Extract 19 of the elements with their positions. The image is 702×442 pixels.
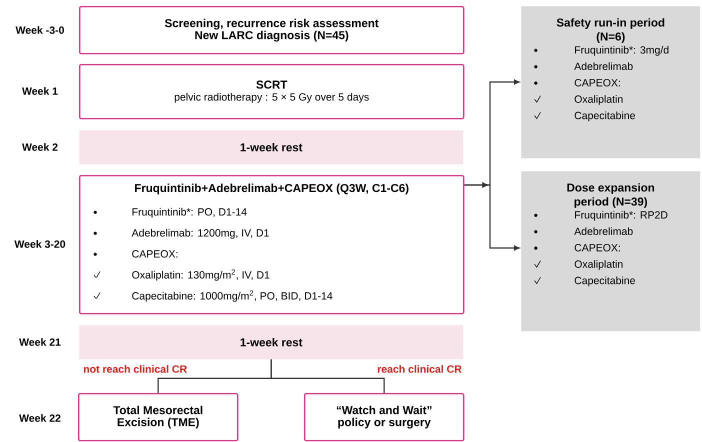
week-label: Week 22 [19, 414, 60, 422]
week-label: Week -3-0 [16, 26, 64, 34]
connector-line [270, 359, 385, 393]
week-label: Week 3-20 [14, 240, 66, 248]
rest-band: 1-week rest [79, 325, 464, 360]
arrow [464, 182, 520, 250]
process-box: Screening, recurrence risk assessment New LARC diagnosis (N=45) [79, 6, 464, 54]
rest-band: 1-week rest [79, 130, 464, 164]
edge-label: not reach clinical CR [82, 364, 188, 374]
cohort-panel: Dose expansion period (N=39) Fruquintinib*: RP2D Adebrelimab CAPEOX: Oxaliplatin Capecitabine [521, 171, 700, 332]
week-label: Week 2 [22, 143, 58, 151]
week-label: Week 21 [19, 338, 61, 346]
process-box: Total Mesorectal Excision (TME) [78, 393, 238, 442]
process-box: SCRT pelvic radiotherapy : 5 × 5 Gy over 5 days [79, 64, 464, 120]
process-box: “Watch and Wait” policy or surgery [304, 393, 464, 442]
week-label: Week 1 [22, 87, 58, 95]
cohort-panel: Safety run-in period (N=6) Fruquintinib*: 3mg/d Adebrelimab CAPEOX: Oxaliplatin Capecitabine [521, 6, 700, 158]
process-box: Fruquintinib+Adebrelimab+CAPEOX (Q3W, C1-C6) Fruquintinib*: PO, D1-14 Adebrelimab: 1200mg, IV, D1 CAPEOX: Oxaliplatin: 130mg/m$^{2}$, IV, D1 Capecitabine: 1000mg/m$^{2}$, PO, BID, D1-14 [79, 175, 464, 314]
edge-label: reach clinical CR [376, 364, 463, 374]
